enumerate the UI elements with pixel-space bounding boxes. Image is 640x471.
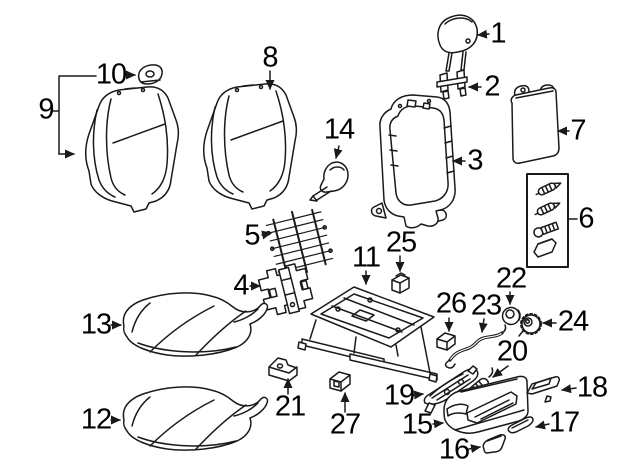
callout-12: 12: [80, 403, 112, 436]
seat-back-pad-8: [202, 83, 298, 210]
bracket-part-26: [436, 332, 456, 351]
bracket-part-27: [329, 371, 351, 392]
callout-13: 13: [80, 308, 112, 341]
callout-15: 15: [401, 408, 433, 441]
callout-7: 7: [570, 114, 586, 147]
callout-16: 16: [438, 433, 470, 466]
callout-25: 25: [385, 226, 417, 259]
lumbar-bracket-part: [257, 263, 314, 316]
callout-6: 6: [578, 202, 594, 235]
clip-part-25: [391, 272, 410, 294]
callout-22: 22: [495, 262, 527, 295]
side-shield-part: [443, 375, 529, 434]
leader-23: [478, 318, 488, 333]
callout-20: 20: [496, 335, 528, 368]
recliner-handle-part: [423, 365, 479, 414]
callout-1: 1: [490, 17, 506, 50]
callout-23: 23: [470, 289, 502, 322]
seat-adjuster-frame-part: [297, 286, 438, 383]
leader-9-bracket: [52, 75, 97, 155]
lumbar-grid-part: [265, 208, 334, 275]
leader-lines: [52, 29, 578, 454]
callout-2: 2: [484, 70, 500, 103]
leader-5: [261, 230, 272, 240]
callout-8: 8: [262, 41, 278, 74]
seat-back-panel-part: [510, 84, 560, 164]
leader-15: [432, 419, 444, 429]
seat-back-frame-part: [370, 94, 456, 229]
adjuster-knob-part: [518, 313, 542, 337]
seat-back-pad: [84, 86, 180, 213]
callout-21: 21: [274, 390, 306, 423]
grommet-part: [501, 306, 521, 326]
seat-cushion-pad: [122, 386, 269, 451]
callout-24: 24: [557, 305, 589, 338]
headrest-part: [437, 14, 479, 72]
leader-20: [492, 365, 509, 378]
callout-4: 4: [233, 269, 249, 302]
callout-11: 11: [351, 241, 381, 274]
switch-bezel-part: [526, 376, 560, 403]
callout-18: 18: [576, 371, 608, 404]
callout-26: 26: [435, 287, 467, 320]
leader-1: [477, 29, 490, 39]
release-knob-part: [309, 161, 349, 202]
cable-part: [444, 324, 507, 369]
leader-14: [333, 145, 343, 159]
clip-part-10: [137, 64, 163, 85]
callout-5: 5: [244, 219, 260, 252]
seat-cushion-pad-13: [122, 292, 269, 357]
hardware-kit-box: [526, 173, 569, 268]
leader-17: [535, 420, 550, 430]
trim-part-17: [507, 416, 534, 434]
callout-14: 14: [323, 113, 355, 146]
callout-19: 19: [383, 379, 415, 412]
callout-27: 27: [329, 408, 361, 441]
callout-10: 10: [95, 58, 127, 91]
callout-3: 3: [467, 144, 483, 177]
bracket-part-21: [268, 357, 298, 382]
headrest-guide-part: [436, 69, 468, 100]
callout-17: 17: [548, 406, 580, 439]
leader-16: [468, 444, 481, 454]
callout-9: 9: [38, 93, 54, 126]
leader-18: [561, 384, 577, 394]
cap-part-16: [482, 434, 506, 454]
leader-19: [413, 390, 424, 400]
